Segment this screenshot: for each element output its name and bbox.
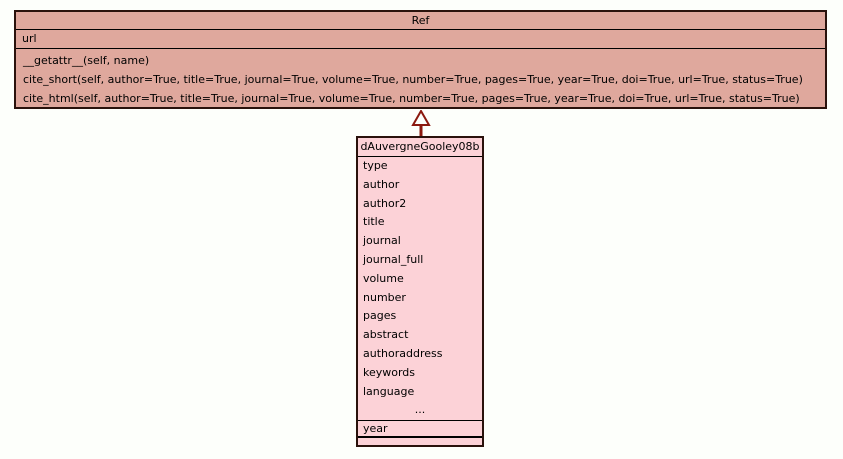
attribute-row-year: year	[358, 421, 482, 439]
attribute-row: language	[363, 384, 415, 398]
ref-attributes-compartment: url	[16, 30, 825, 49]
method-row: cite_html(self, author=True, title=True,…	[23, 92, 800, 105]
class-box-ref: Ref url __getattr__(self, name) cite_sho…	[14, 10, 827, 109]
attribute-row: volume	[363, 271, 404, 285]
attribute-row: journal	[363, 234, 401, 248]
attribute-row: type	[363, 159, 388, 172]
attribute-row: pages	[363, 309, 397, 323]
ref-methods-compartment: __getattr__(self, name) cite_short(self,…	[16, 49, 825, 108]
attribute-row: url	[22, 32, 37, 45]
attribute-row: author2	[363, 196, 407, 210]
method-row: cite_short(self, author=True, title=True…	[23, 73, 803, 86]
attribute-row: keywords	[363, 365, 416, 379]
attribute-row: author	[363, 177, 400, 191]
attribute-row: number	[363, 290, 406, 304]
attribute-row: abstract	[363, 328, 409, 342]
attribute-row: title	[363, 215, 385, 229]
class-box-dauvergnegooley08b: dAuvergneGooley08b type author author2 t…	[356, 136, 484, 447]
inheritance-arrow-icon	[411, 110, 431, 137]
child-attributes-compartment: type author author2 title journal journa…	[358, 157, 482, 422]
attribute-row: authoraddress	[363, 346, 443, 360]
class-title-ref: Ref	[16, 12, 825, 30]
truncation-ellipsis: ...	[414, 403, 426, 417]
class-title-dauvergnegooley08b: dAuvergneGooley08b	[358, 138, 482, 157]
child-methods-compartment-empty	[358, 438, 482, 445]
method-row: __getattr__(self, name)	[23, 54, 150, 67]
attribute-row: journal_full	[363, 252, 424, 266]
